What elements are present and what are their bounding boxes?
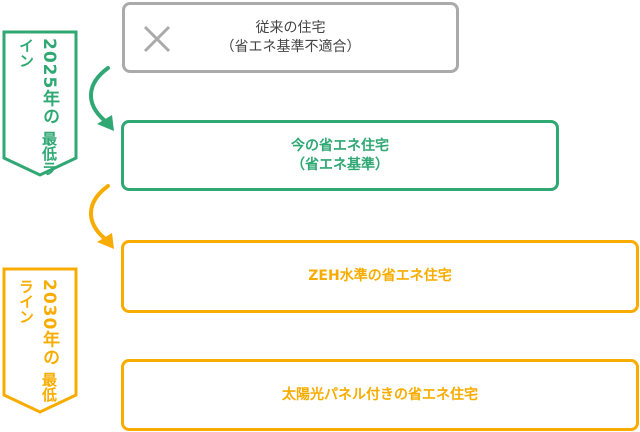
banner-line: 最低ライン xyxy=(17,279,58,402)
banner-shape xyxy=(2,267,78,414)
banner-2025: 2025年の 最低ライン xyxy=(2,30,78,178)
arrow-down-orange-icon xyxy=(89,184,114,249)
banner-year: 2030年の xyxy=(39,279,59,367)
box-title: 従来の住宅 xyxy=(255,19,326,36)
x-icon xyxy=(143,25,171,53)
box-subtitle: （省エネ基準） xyxy=(291,156,389,173)
banner-text: 2025年の 最低ライン xyxy=(16,38,62,178)
banner-2030: 2030年の 最低ライン xyxy=(2,267,78,415)
solar-panel-box: 太陽光パネル付きの省エネ住宅 xyxy=(121,359,639,431)
conventional-house-box: 従来の住宅 （省エネ基準不適合） xyxy=(122,2,459,73)
box-title: 太陽光パネル付きの省エネ住宅 xyxy=(282,386,478,403)
arrow-down-green-icon xyxy=(89,66,114,131)
banner-line: 最低ライン xyxy=(17,38,58,176)
zeh-box: ZEH水準の省エネ住宅 xyxy=(121,240,639,313)
current-energy-saving-box: 今の省エネ住宅 （省エネ基準） xyxy=(121,120,559,191)
banner-shape xyxy=(2,30,78,177)
box-subtitle: （省エネ基準不適合） xyxy=(220,38,361,55)
box-title: ZEH水準の省エネ住宅 xyxy=(308,268,452,284)
banner-text: 2030年の 最低ライン xyxy=(16,279,62,415)
box-title: 今の省エネ住宅 xyxy=(291,137,389,154)
banner-year: 2025年の xyxy=(39,38,59,126)
